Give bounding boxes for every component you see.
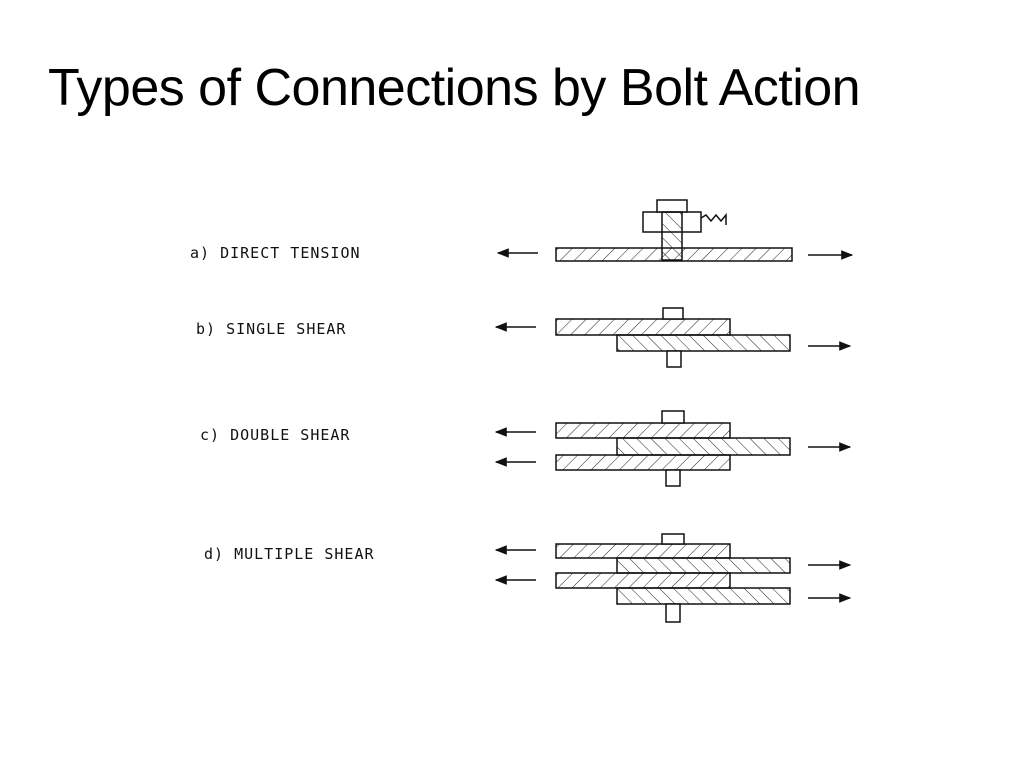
bolt-cap (656, 199, 688, 213)
bolt-nut (665, 469, 681, 487)
plate-bottom (616, 334, 791, 352)
bolt-head (661, 410, 685, 424)
bolt-head (661, 533, 685, 545)
bolt-head (662, 307, 684, 320)
bolt-thread (700, 212, 727, 225)
plate-top (555, 422, 731, 439)
label-single-shear: b) SINGLE SHEAR (196, 320, 346, 338)
plate-top (555, 318, 731, 336)
label-multiple-shear: d) MULTIPLE SHEAR (204, 545, 375, 563)
plate-3 (555, 572, 731, 589)
diagram-multiple-shear (494, 533, 852, 623)
plate-2 (616, 557, 791, 574)
diagram-direct-tension (496, 199, 854, 262)
slide-title: Types of Connections by Bolt Action (48, 59, 861, 117)
label-direct-tension: a) DIRECT TENSION (190, 244, 361, 262)
plate-middle (616, 437, 791, 456)
diagram-double-shear (494, 410, 852, 487)
bolt-nut (665, 603, 681, 623)
plate-bottom (555, 454, 731, 471)
diagram-single-shear (494, 307, 852, 368)
plate-4 (616, 587, 791, 605)
bolt-nut (666, 350, 682, 368)
bolt-shank (661, 211, 683, 261)
plate-1 (555, 543, 731, 559)
label-double-shear: c) DOUBLE SHEAR (200, 426, 350, 444)
